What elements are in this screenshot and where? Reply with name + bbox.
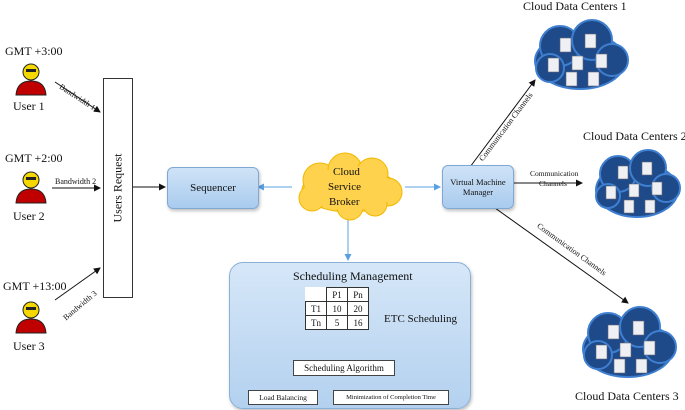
etc-scheduling-label: ETC Scheduling (384, 313, 458, 325)
user-1-timezone: GMT +3:00 (5, 44, 63, 58)
datacenter-1-icon (534, 19, 629, 90)
broker-line-2: Service (328, 181, 361, 193)
table-cell: 5 (326, 315, 348, 330)
table-row: P1 Pn (306, 287, 369, 302)
vm-to-dc1-arrow (469, 79, 536, 168)
channel-2-label-line-1: Communication (530, 169, 579, 178)
datacenter-2-icon (595, 149, 681, 218)
bandwidth-2-label: Bandwidth 2 (55, 177, 97, 186)
min-completion-box: Minimization of Completion Time (333, 390, 449, 405)
user-2-label: User 2 (13, 209, 45, 223)
table-header: Pn (347, 287, 369, 302)
load-balancing-box: Load Balancing (248, 390, 318, 405)
channel-2-label-line-2: Channels (539, 179, 567, 188)
user-3-label: User 3 (13, 339, 45, 353)
user-3-timezone: GMT +13:00 (3, 279, 67, 293)
datacenter-3-icon (582, 306, 677, 378)
broker-line-1: Cloud (333, 166, 360, 178)
scheduling-management-panel (229, 262, 471, 409)
scheduling-algorithm-box: Scheduling Algorithm (293, 360, 395, 376)
vm-to-dc3-arrow (494, 207, 629, 304)
vm-manager-line-1: Virtual Machine (450, 177, 506, 187)
scheduling-algorithm-label: Scheduling Algorithm (304, 363, 384, 373)
user-1-icon (15, 63, 47, 96)
user-3-icon (15, 301, 47, 334)
datacenter-2-label: Cloud Data Centers 2 (583, 129, 685, 143)
bandwidth-3-arrow (54, 267, 101, 301)
load-balancing-label: Load Balancing (259, 393, 307, 402)
datacenter-3-label: Cloud Data Centers 3 (575, 389, 679, 403)
table-row: Tn 5 16 (305, 315, 369, 330)
vm-manager-line-2: Manager (462, 187, 494, 197)
etc-table: P1 Pn T1 10 20 Tn 5 16 (305, 287, 369, 330)
table-cell: 16 (347, 315, 369, 330)
users-request-box: Users Request (103, 78, 133, 298)
sequencer-box: Sequencer (167, 167, 259, 209)
user-2-timezone: GMT +2:00 (5, 151, 63, 165)
table-task: T1 (305, 301, 327, 316)
bandwidth-1-arrow (54, 81, 101, 113)
vm-manager-box: Virtual Machine Manager (442, 165, 514, 209)
datacenter-1-label: Cloud Data Centers 1 (523, 0, 627, 13)
cloud-service-broker-shape (298, 152, 403, 221)
table-header: P1 (326, 287, 348, 302)
sequencer-label: Sequencer (190, 182, 236, 194)
min-completion-label: Minimization of Completion Time (346, 394, 436, 401)
user-2-icon (15, 171, 47, 204)
table-cell: 10 (326, 301, 348, 316)
table-row: T1 10 20 (305, 301, 369, 316)
user-1-label: User 1 (13, 99, 45, 113)
table-task: Tn (305, 315, 327, 330)
scheduling-title: Scheduling Management (293, 269, 413, 283)
broker-line-3: Broker (329, 196, 360, 208)
table-cell: 20 (347, 301, 369, 316)
users-request-label: Users Request (110, 153, 125, 223)
table-corner (306, 288, 327, 302)
